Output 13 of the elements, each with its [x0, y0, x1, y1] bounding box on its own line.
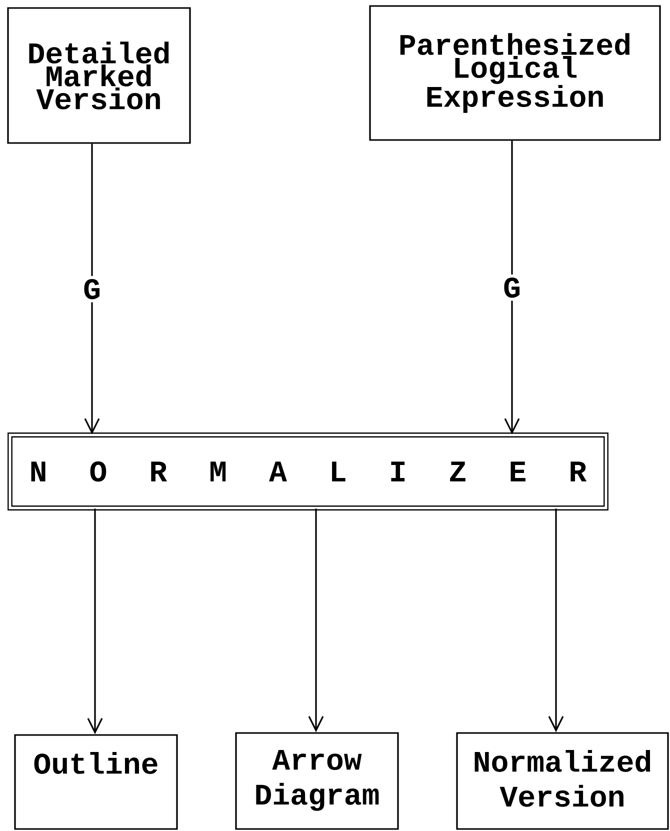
process-box: N O R M A L I Z E R — [8, 432, 608, 510]
arrow — [84, 144, 100, 434]
arrow — [548, 508, 564, 732]
process-box: Arrow Diagram — [235, 732, 399, 830]
edge-label: G — [500, 274, 524, 301]
process-box: Detailed Marked Version — [7, 7, 191, 144]
edge-label: G — [80, 276, 104, 302]
process-box: Parenthesized Logical Expression — [369, 5, 661, 141]
process-box: Outline — [14, 734, 178, 830]
process-box: Normalized Version — [456, 732, 669, 830]
arrow — [504, 140, 520, 434]
arrow — [87, 508, 103, 734]
arrow — [308, 508, 324, 732]
